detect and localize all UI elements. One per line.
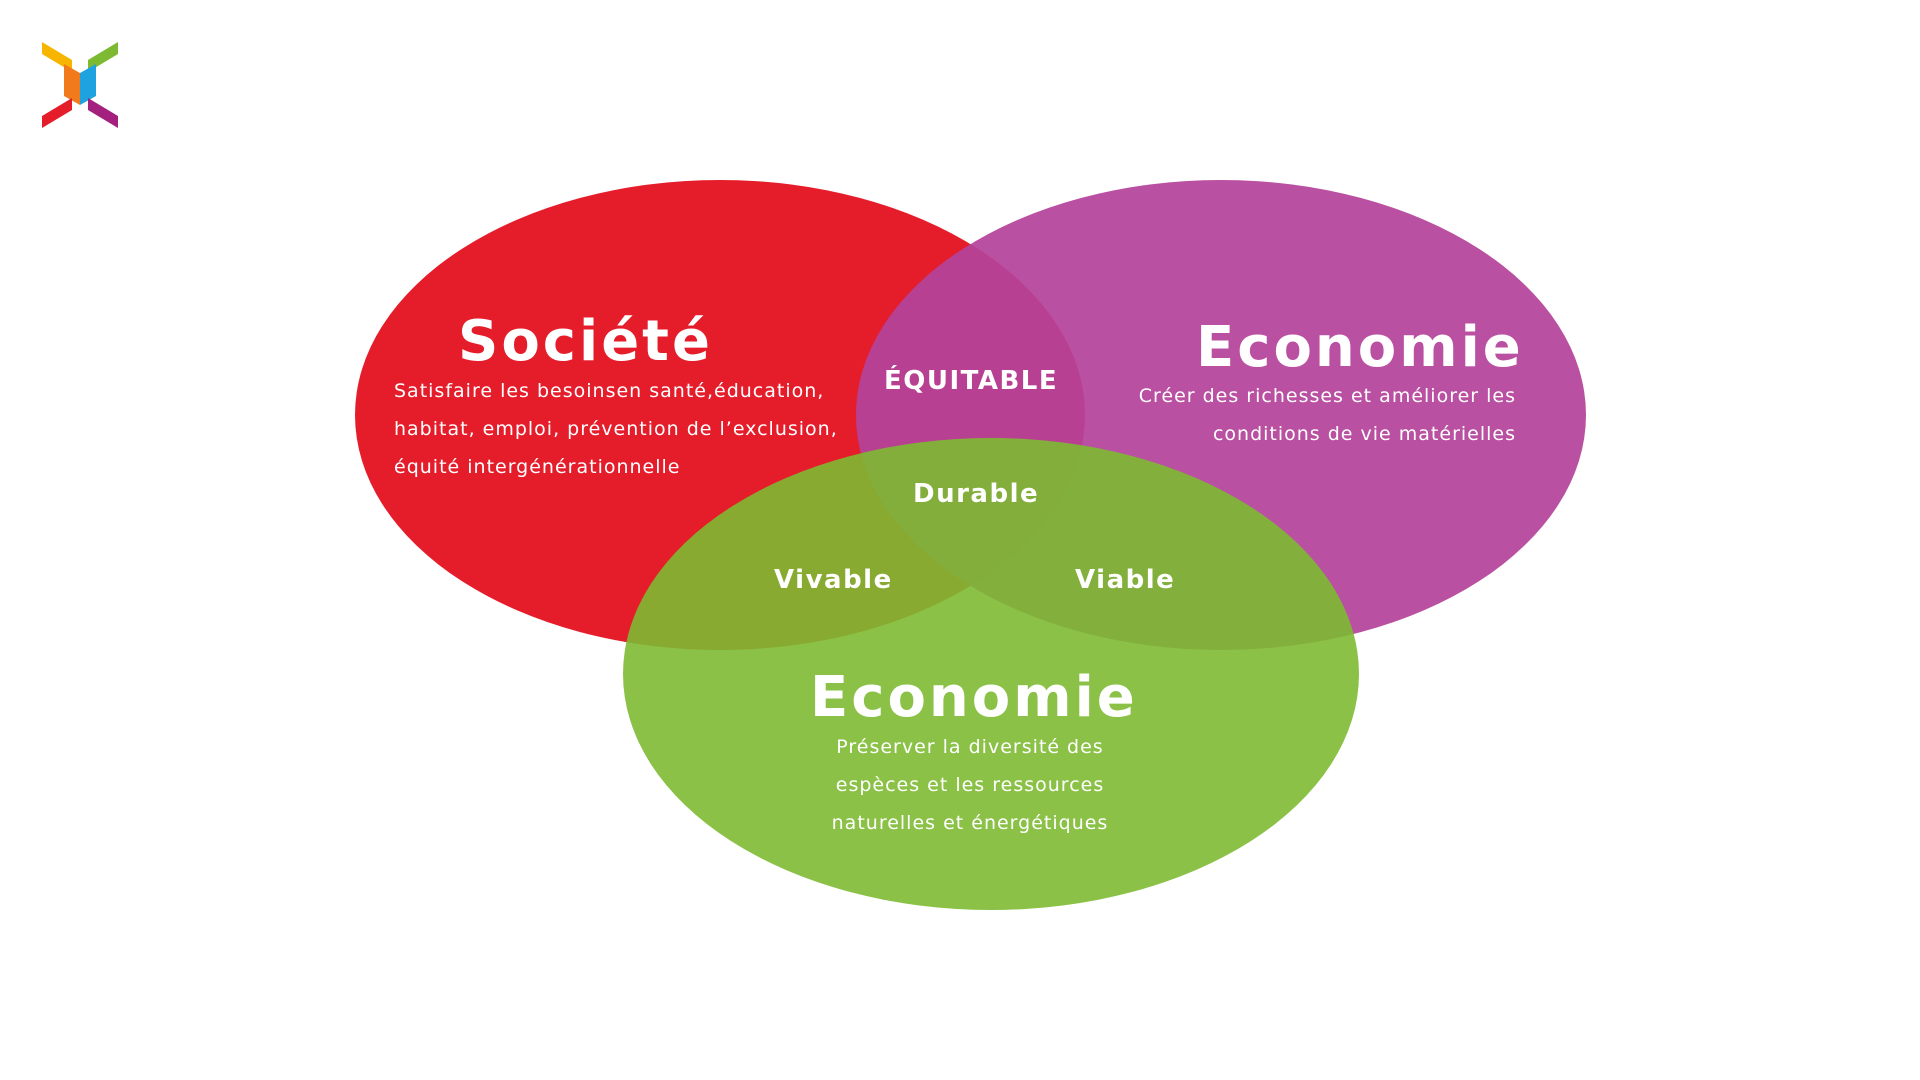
economie-line-1: Créer des richesses et améliorer les: [1138, 385, 1516, 407]
environnement-ellipse: [623, 438, 1359, 910]
logo-bottom-right-petal: [88, 98, 118, 128]
environnement-line-1: Préserver la diversité des: [836, 736, 1104, 758]
logo-center-left: [64, 64, 80, 105]
environnement-line-2: espèces et les ressources: [835, 774, 1105, 796]
intersection-vivable: Vivable: [774, 565, 893, 595]
logo-center-right: [80, 64, 96, 105]
logo-bottom-left-petal: [42, 98, 72, 128]
societe-title: Société: [458, 309, 713, 374]
environnement-description: Préserver la diversité des espèces et le…: [820, 728, 1120, 842]
intersection-viable: Viable: [1075, 565, 1176, 595]
economie-title: Economie: [1196, 315, 1524, 380]
economie-line-2: conditions de vie matérielles: [1212, 423, 1516, 445]
environnement-title: Economie: [810, 665, 1138, 730]
societe-line-2: habitat, emploi, prévention de l’exclusi…: [394, 418, 838, 440]
x-logo-icon: [42, 42, 118, 128]
societe-line-1: Satisfaire les besoinsen santé,éducation…: [394, 380, 825, 402]
environnement-line-3: naturelles et énergétiques: [831, 812, 1109, 834]
societe-line-3: équité intergénérationnelle: [394, 456, 681, 478]
economie-description: Créer des richesses et améliorer les con…: [1139, 377, 1516, 453]
societe-description: Satisfaire les besoinsen santé,éducation…: [394, 372, 838, 486]
intersection-equitable: ÉQUITABLE: [884, 366, 1059, 396]
intersection-durable: Durable: [913, 479, 1040, 509]
